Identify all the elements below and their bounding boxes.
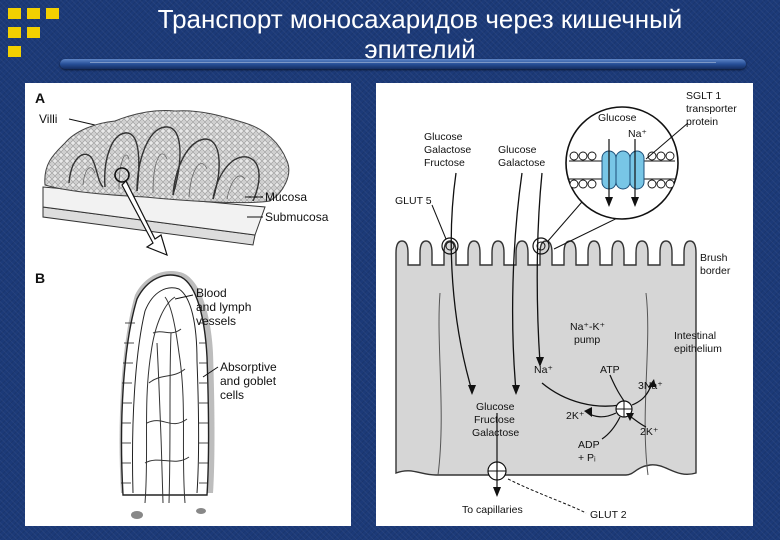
glut5-label: GLUT 5 xyxy=(395,195,432,207)
sglt1-carrier-icon xyxy=(532,237,550,255)
glut5-sugar-3: Fructose xyxy=(424,157,465,169)
magnify-circle-icon xyxy=(114,167,130,183)
glut5-sugar-2: Galactose xyxy=(424,144,471,156)
villi-label: Villi xyxy=(39,112,57,126)
glut5-carrier-icon xyxy=(441,237,459,255)
na-label: Na⁺ xyxy=(534,364,553,376)
adp-label: ADP xyxy=(578,439,600,451)
blood-lymph-vessels xyxy=(144,296,190,504)
inset-glucose-label: Glucose xyxy=(598,112,637,124)
slide-title-line-1: Транспорт моносахаридов через кишечный xyxy=(157,4,683,34)
intestinal-label-1: Intestinal xyxy=(674,330,716,342)
pump-label-2: pump xyxy=(574,334,600,346)
glut5-path-arrow xyxy=(450,172,473,392)
mucosa-label: Mucosa xyxy=(265,190,307,204)
absorptive-label-3: cells xyxy=(220,388,244,402)
panel-a-letter: A xyxy=(35,90,45,106)
villi-figure-panel: A Villi Mucosa Submucosa B xyxy=(25,83,351,526)
glut5-sugar-1: Glucose xyxy=(424,131,463,143)
villi-illustration: A Villi Mucosa Submucosa B xyxy=(35,90,329,519)
pump-label-1: Na⁺-K⁺ xyxy=(570,321,605,333)
intestinal-label-2: epithelium xyxy=(674,343,722,355)
cell-sugar-3: Galactose xyxy=(472,427,519,439)
absorptive-label-1: Absorptive xyxy=(220,360,277,374)
atp-label: ATP xyxy=(600,364,620,376)
cell-sugar-2: Fructose xyxy=(474,414,515,426)
sugar-transport-figure-panel: Glucose Galactose Fructose Glucose Galac… xyxy=(376,83,753,526)
pi-label: + Pᵢ xyxy=(578,452,596,464)
blood-lymph-label-3: vessels xyxy=(196,314,236,328)
title-underline-bar xyxy=(60,59,746,69)
submucosa-label: Submucosa xyxy=(265,210,329,224)
magnify-arrow-icon xyxy=(121,179,168,257)
sglt1-protein xyxy=(601,150,645,190)
sglt-sugar-2: Galactose xyxy=(498,157,545,169)
sglt1-label-3: protein xyxy=(686,116,718,128)
cell-sugar-1: Glucose xyxy=(476,401,515,413)
two-k-left-label: 2K⁺ xyxy=(566,410,585,422)
villi-mass xyxy=(44,110,290,204)
na-path-arrow xyxy=(536,172,543,364)
blood-lymph-label-2: and lymph xyxy=(196,300,251,314)
brush-border-label-1: Brush xyxy=(700,252,728,264)
title-bullet-grid xyxy=(8,8,78,68)
blood-lymph-label-1: Blood xyxy=(196,286,227,300)
two-k-right-label: 2K⁺ xyxy=(640,426,659,438)
slide-title: Транспорт моносахаридов через кишечный э… xyxy=(120,4,720,64)
sglt1-label-2: transporter xyxy=(686,103,737,115)
sugar-transport-diagram: Glucose Galactose Fructose Glucose Galac… xyxy=(395,90,737,521)
brush-border-label-2: border xyxy=(700,265,731,277)
glut2-label: GLUT 2 xyxy=(590,509,627,521)
villus-body xyxy=(120,274,210,496)
absorptive-label-2: and goblet xyxy=(220,374,277,388)
sglt-path-arrow xyxy=(511,172,523,392)
capillaries-label: To capillaries xyxy=(462,504,523,516)
panel-b-letter: B xyxy=(35,270,45,286)
sglt-sugar-1: Glucose xyxy=(498,144,537,156)
inset-na-label: Na⁺ xyxy=(628,128,647,140)
sglt1-label-1: SGLT 1 xyxy=(686,90,721,102)
